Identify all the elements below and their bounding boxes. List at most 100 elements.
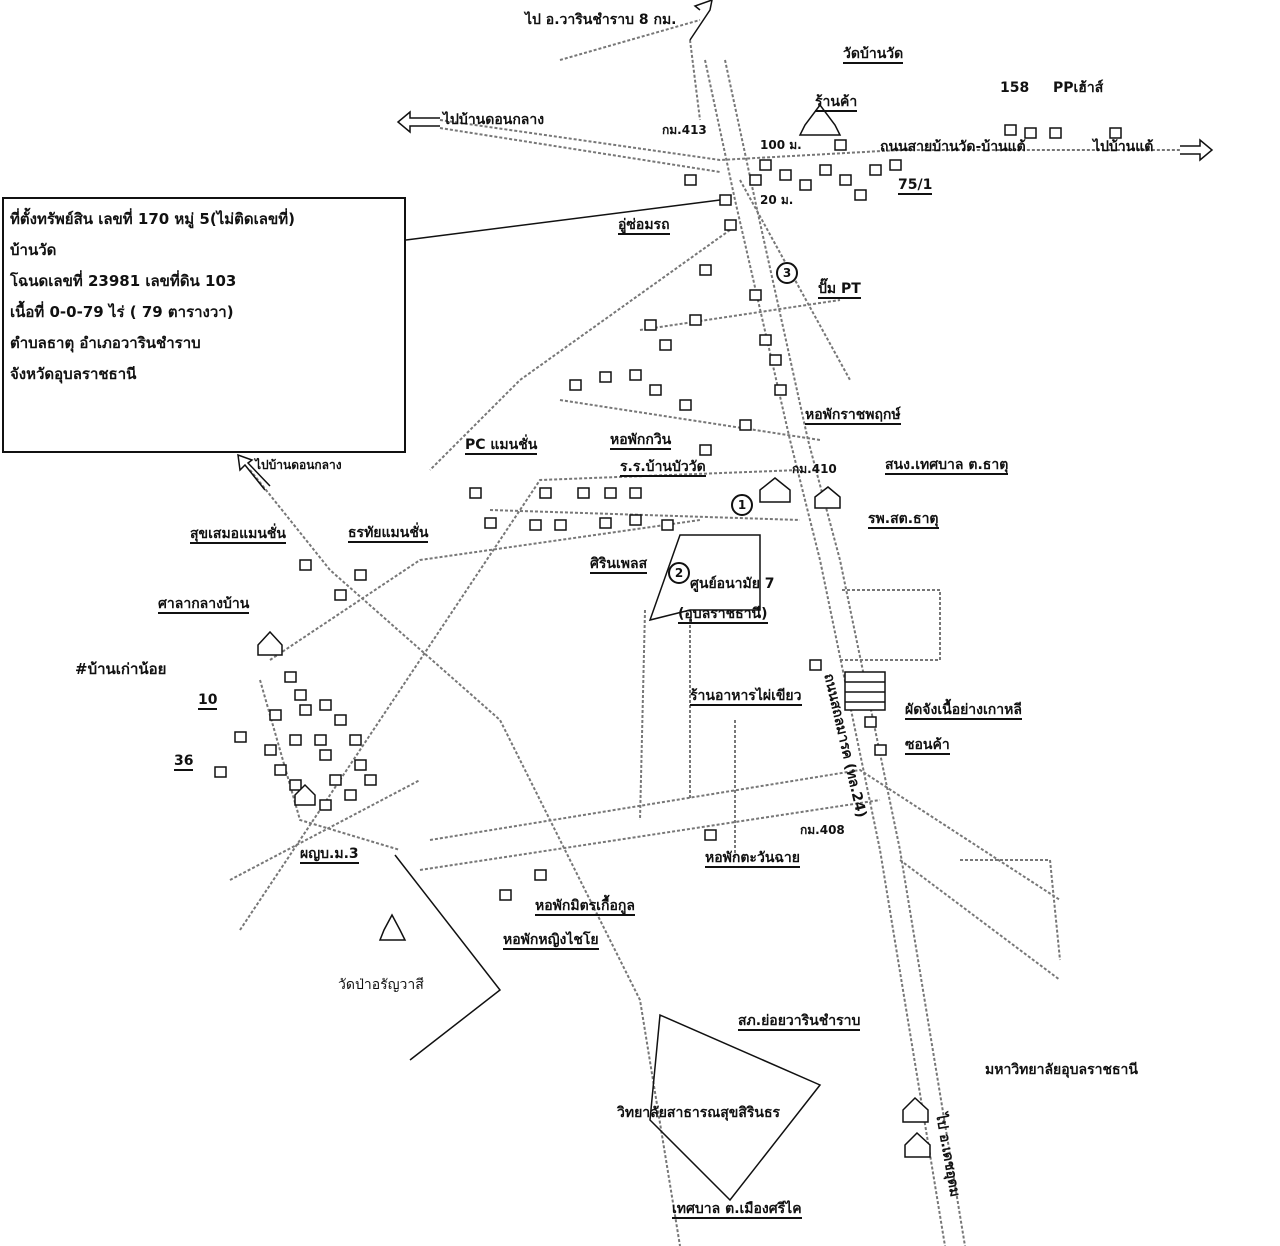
direction-tae: ไปบ้านแต้ [1093, 139, 1154, 155]
marker-km408: กม.408 [800, 823, 845, 837]
label-pt-pump: ปั๊ม PT [818, 281, 861, 299]
house-icon [779, 169, 792, 181]
house-icon [284, 671, 297, 683]
house-icon [774, 384, 787, 396]
label-thornthai-mansion: ธรทัยแมนชั่น [348, 525, 429, 543]
house-icon [854, 189, 867, 201]
wat-pa-boundary [394, 854, 502, 1061]
house-icon [749, 174, 762, 186]
house-icon [569, 379, 582, 391]
house-icon [864, 716, 877, 728]
health-center-boundary [648, 534, 761, 622]
house-icon [834, 139, 847, 151]
house-icon [704, 829, 717, 841]
temple-icon [798, 103, 842, 136]
house-icon [684, 174, 697, 186]
house-icon [289, 734, 302, 746]
info-line: ตำบลธาตุ อำเภอวารินชำราบ [10, 334, 201, 352]
label-pc-mansion: PC แมนชั่น [465, 437, 538, 455]
house-icon [554, 519, 567, 531]
building-icon-office [814, 486, 841, 509]
road-label-wat-tae: ถนนสายบ้านวัด-บ้านแต้ [880, 139, 1026, 155]
road-west-2 [439, 127, 721, 173]
property-info-box: ที่ตั้งทรัพย์สิน เลขที่ 170 หมู่ 5(ไม่ติ… [2, 197, 406, 453]
road-diag-2 [639, 299, 841, 331]
building-icon-school [759, 477, 791, 503]
road-sw-1 [429, 229, 731, 471]
building-icon-municipality [904, 1131, 931, 1158]
label-chaiyo-dorm: หอพักหญิงไชโย [503, 932, 599, 950]
house-icon [749, 289, 762, 301]
label-36: 36 [174, 753, 194, 771]
house-icon [661, 519, 674, 531]
label-municipal-office: สนง.เทศบาล ต.ธาตุ [885, 457, 1009, 475]
label-ban-kao-noi: #บ้านเก่าน้อย [75, 660, 167, 678]
info-line: โฉนดเลขที่ 23981 เลขที่ดิน 103 [10, 272, 237, 290]
house-icon [699, 264, 712, 276]
highway-road [704, 59, 946, 1246]
road-cross-3 [489, 509, 801, 521]
label-10: 10 [198, 692, 218, 710]
marker-km410: กม.410 [792, 462, 837, 476]
label-municipality-srikai: เทศบาล ต.เมืองศรีไค [672, 1201, 802, 1219]
label-75-1: 75/1 [898, 177, 933, 195]
arrow-east [1180, 138, 1214, 162]
house-icon [819, 164, 832, 176]
house-icon [269, 709, 282, 721]
house-icon [319, 749, 332, 761]
house-icon [759, 159, 772, 171]
label-mitkueakun-dorm: หอพักมิตรเกื้อกูล [535, 898, 635, 916]
label-shop: ร้านค้า [815, 94, 858, 112]
direction-don-klang-west: ไปบ้านดอนกลาง [443, 112, 545, 128]
house-icon [889, 159, 902, 171]
house-icon [809, 659, 822, 671]
circled-number-2: 2 [668, 562, 690, 584]
house-icon [234, 731, 247, 743]
house-icon [659, 339, 672, 351]
house-icon [354, 759, 367, 771]
marker-km413: กม.413 [662, 123, 707, 137]
house-icon [1109, 127, 1122, 139]
house-icon [319, 699, 332, 711]
label-suksamer-mansion: สุขเสมอแมนชั่น [190, 526, 286, 544]
college-boundary [649, 1013, 822, 1202]
house-icon [1004, 124, 1017, 136]
road-south [419, 799, 881, 871]
house-icon [499, 889, 512, 901]
road-north [689, 39, 701, 121]
arrow-sw [237, 453, 271, 491]
arrow-west [396, 110, 440, 134]
house-icon [484, 517, 497, 529]
label-village-hall: ศาลากลางบ้าน [158, 596, 250, 614]
label-garage: อู่ซ่อมรถ [618, 217, 670, 235]
road-east-2 [960, 859, 1061, 961]
road-sw-2 [229, 779, 421, 881]
house-icon [577, 487, 590, 499]
road-village-loop [259, 679, 401, 851]
house-icon [334, 589, 347, 601]
house-icon [294, 689, 307, 701]
house-icon [629, 369, 642, 381]
direction-don-klang-sw: ไปบ้านดอนกลาง [255, 458, 342, 472]
label-college: วิทยาลัยสาธารณสุขสิรินธร [617, 1105, 781, 1121]
house-icon [299, 704, 312, 716]
house-icon [289, 779, 302, 791]
house-icon [719, 194, 732, 206]
building-icon-police [902, 1096, 929, 1123]
label-ratchaphruek-dorm: หอพักราชพฤกษ์ [805, 407, 901, 425]
house-icon [604, 487, 617, 499]
label-wat-ban-wat: วัดบ้านวัด [843, 46, 904, 64]
road-south-2 [429, 768, 1061, 901]
info-line: เนื้อที่ 0-0-79 ไร่ ( 79 ตารางวา) [10, 303, 234, 321]
label-health-center: ศูนย์อนามัย 7 [690, 576, 775, 592]
label-university: มหาวิทยาลัยอุบลราชธานี [985, 1062, 1138, 1078]
house-icon [314, 734, 327, 746]
label-school: ร.ร.บ้านบัววัด [620, 459, 706, 477]
distance-20m: 20 ม. [760, 193, 794, 207]
house-icon [679, 399, 692, 411]
restaurant-grid [844, 671, 886, 711]
label-158: 158 [1000, 80, 1030, 96]
house-icon [649, 384, 662, 396]
house-icon [759, 334, 772, 346]
